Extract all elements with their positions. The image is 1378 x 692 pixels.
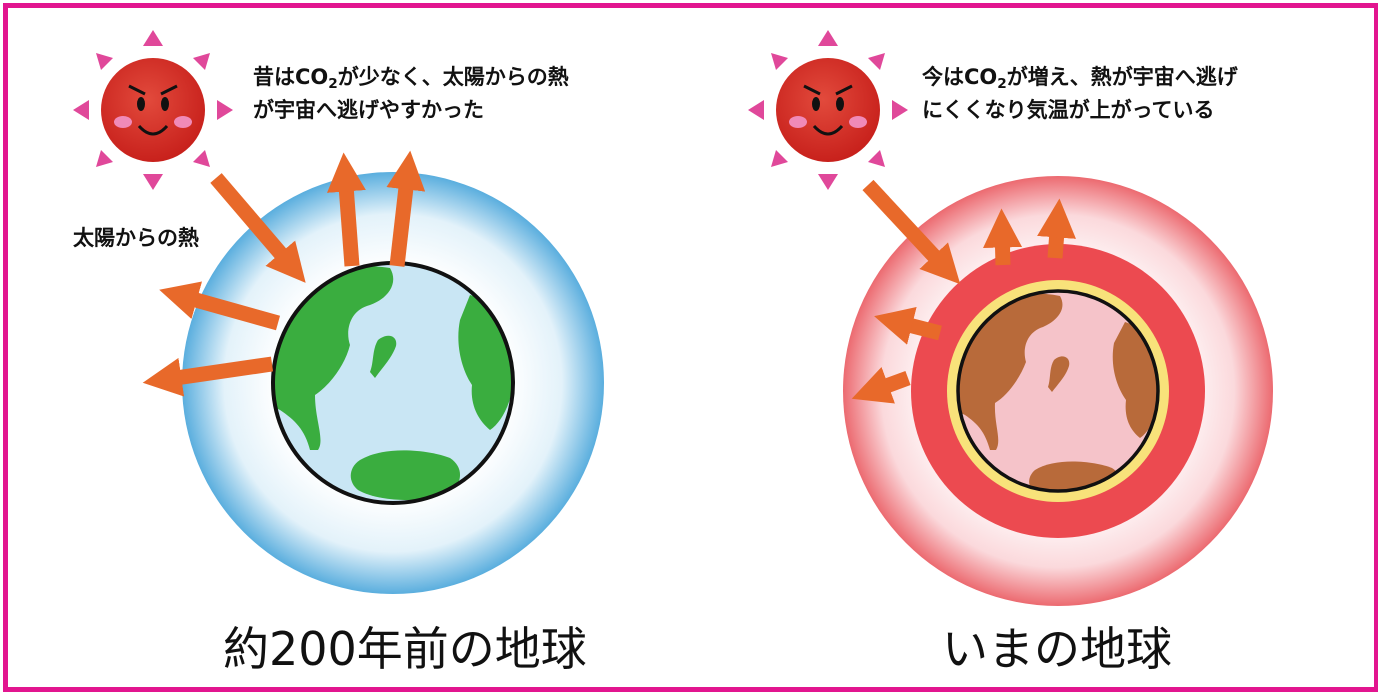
present-earth-group [748, 30, 1273, 606]
arrow-icon [327, 152, 366, 267]
arrow-icon [862, 179, 961, 285]
arrow-icon [983, 208, 1023, 266]
arrow-icon [210, 173, 306, 283]
past-earth-group [73, 30, 604, 594]
past-caption: 昔はCO2が少なく、太陽からの熱 が宇宙へ逃げやすかった [253, 62, 569, 125]
past-title: 約200年前の地球 [223, 622, 587, 676]
sun-face-icon [73, 30, 233, 190]
sun-face-icon [748, 30, 908, 190]
arrow-icon [851, 366, 911, 404]
past-heat-arrows [142, 150, 426, 397]
arrow-icon [1037, 198, 1076, 259]
past-caption-line1: 昔はCO2が少なく、太陽からの熱 [253, 65, 569, 93]
arrow-icon [159, 281, 281, 331]
arrow-icon [386, 150, 426, 267]
present-caption: 今はCO2が増え、熱が宇宙へ逃げ にくくなり気温が上がっている [922, 62, 1238, 125]
arrow-icon [874, 306, 942, 345]
past-caption-line2: が宇宙へ逃げやすかった [253, 97, 484, 122]
sun-heat-label: 太陽からの熱 [73, 226, 199, 250]
present-caption-line2: にくくなり気温が上がっている [922, 97, 1215, 122]
present-heat-arrows [851, 179, 1076, 404]
pink-frame [3, 3, 1378, 692]
present-title: いまの地球 [942, 622, 1172, 676]
arrow-icon [142, 356, 274, 397]
present-caption-line1: 今はCO2が増え、熱が宇宙へ逃げ [922, 65, 1238, 93]
